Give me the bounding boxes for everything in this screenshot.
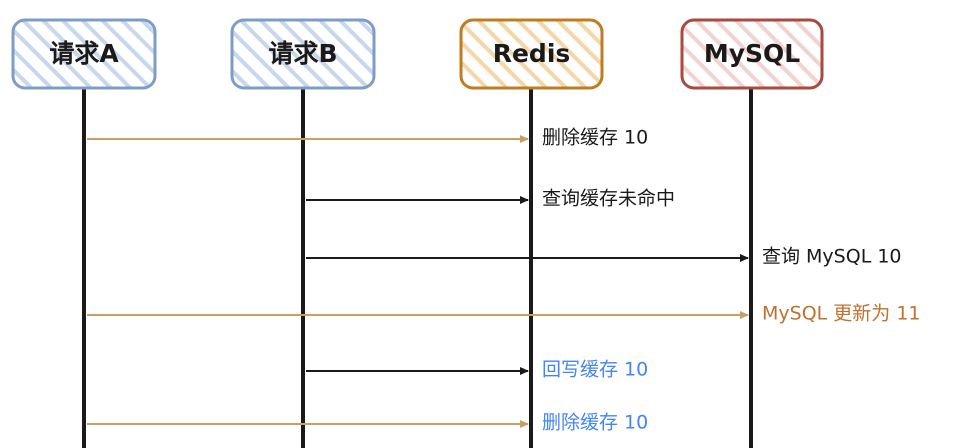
actor-box-shape [230, 18, 376, 90]
actor-box-shape [680, 18, 824, 90]
actor-box-shape [459, 18, 604, 90]
message-msg-3[interactable]: 查询 MySQL 10 [306, 246, 902, 268]
message-msg-4[interactable]: MySQL 更新为 11 [87, 303, 921, 325]
actor-box-mysql[interactable]: MySQL [680, 18, 824, 90]
message-msg-1[interactable]: 删除缓存 10 [87, 127, 648, 149]
actor-box-request-a[interactable]: 请求A [11, 18, 157, 90]
message-msg-5[interactable]: 回写缓存 10 [306, 359, 648, 381]
actor-box-redis[interactable]: Redis [459, 18, 604, 90]
message-label: MySQL 更新为 11 [762, 303, 921, 325]
actor-label-request-a: 请求A [49, 39, 119, 68]
actor-label-request-b: 请求B [268, 39, 337, 68]
actor-box-shape [11, 18, 157, 90]
message-msg-2[interactable]: 查询缓存未命中 [306, 188, 675, 210]
actors-layer: 请求A 请求B Redis MySQL [11, 18, 824, 90]
message-msg-6[interactable]: 删除缓存 10 [87, 412, 648, 434]
message-label: 回写缓存 10 [542, 359, 648, 381]
message-label: 删除缓存 10 [542, 127, 648, 149]
message-label: 查询缓存未命中 [542, 188, 675, 210]
message-label: 查询 MySQL 10 [762, 246, 902, 268]
lifelines-layer [82, 88, 753, 448]
actor-label-redis: Redis [493, 39, 571, 68]
actor-label-mysql: MySQL [704, 39, 800, 68]
message-label: 删除缓存 10 [542, 412, 648, 434]
actor-box-request-b[interactable]: 请求B [230, 18, 376, 90]
